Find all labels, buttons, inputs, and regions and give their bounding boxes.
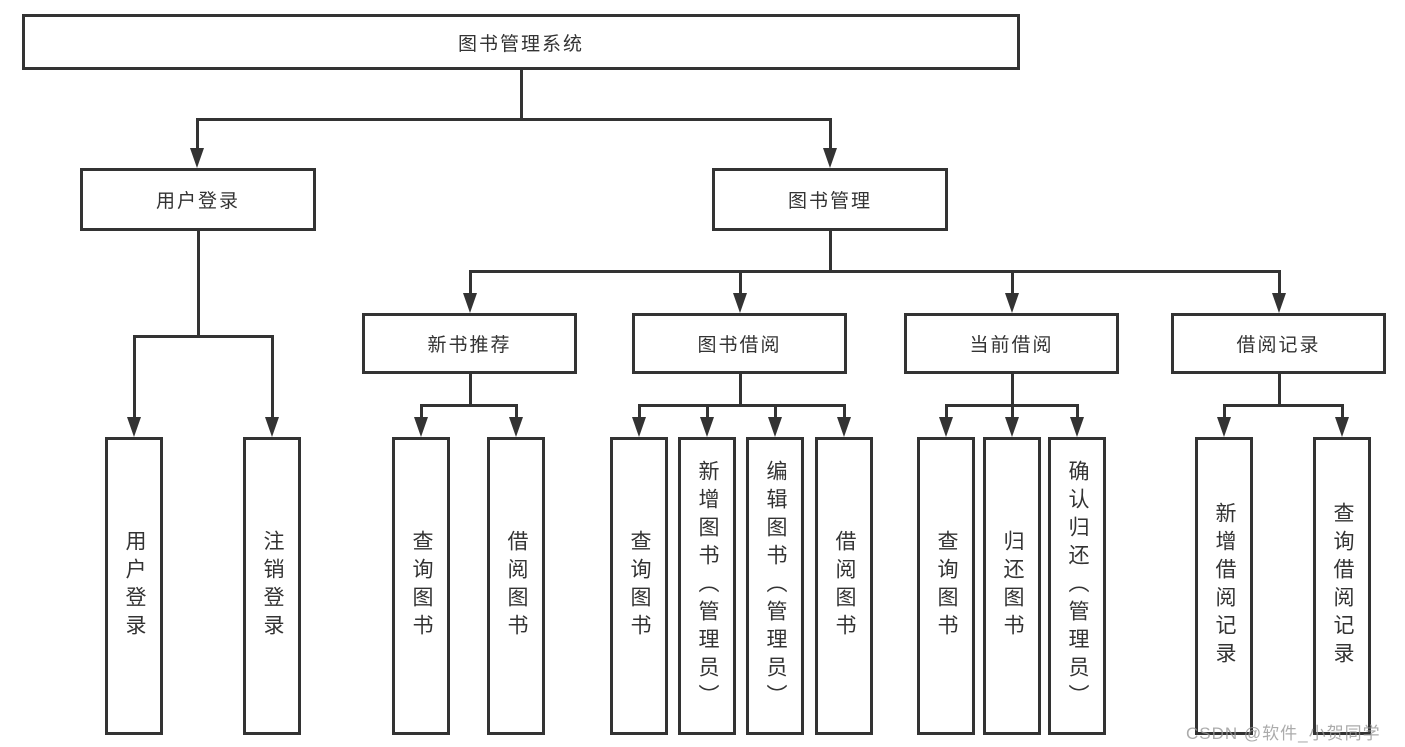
node-book-management-label: 图书管理 xyxy=(787,191,872,212)
connector-leaf-stem xyxy=(1076,404,1079,419)
connector-branch-stem xyxy=(739,270,742,295)
connector-to-book-mgmt-stem xyxy=(829,118,832,150)
leaf-logout-label: 注销登录 xyxy=(261,530,284,642)
leaf-logout: 注销登录 xyxy=(243,437,301,735)
leaf-query-books-3: 查询图书 xyxy=(917,437,975,735)
connector-to-user-login-stem xyxy=(196,118,199,150)
leaf-query-books-2: 查询图书 xyxy=(610,437,668,735)
connector-leaf-stem xyxy=(638,404,641,419)
node-new-book-recommend-label: 新书推荐 xyxy=(427,335,512,356)
connector-leaf-stem xyxy=(1011,404,1014,419)
connector-branch-stem xyxy=(1278,270,1281,295)
node-borrow-record: 借阅记录 xyxy=(1171,313,1386,374)
leaf-query-books-3-label: 查询图书 xyxy=(935,530,958,642)
leaf-return-book: 归还图书 xyxy=(983,437,1041,735)
leaf-query-books-1: 查询图书 xyxy=(392,437,450,735)
node-user-login-label: 用户登录 xyxy=(155,191,240,212)
node-new-book-recommend: 新书推荐 xyxy=(362,313,577,374)
arrow-down-icon xyxy=(1005,417,1019,437)
connector-user-login-hbar xyxy=(133,335,274,338)
connector-leaf-stem xyxy=(271,335,274,419)
leaf-query-books-1-label: 查询图书 xyxy=(410,530,433,642)
leaf-query-borrow-record-label: 查询借阅记录 xyxy=(1331,502,1354,670)
node-current-borrow: 当前借阅 xyxy=(904,313,1119,374)
leaf-add-book-admin: 新增图书（管理员） xyxy=(678,437,736,735)
leaf-user-login-label: 用户登录 xyxy=(123,530,146,642)
connector-new-book-stem xyxy=(469,374,472,406)
node-current-borrow-label: 当前借阅 xyxy=(969,335,1054,356)
leaf-edit-book-admin-label: 编辑图书（管理员） xyxy=(764,460,787,712)
arrow-down-icon xyxy=(1005,293,1019,313)
connector-root-hbar xyxy=(196,118,832,121)
arrow-down-icon xyxy=(1272,293,1286,313)
connector-leaf-stem xyxy=(133,335,136,419)
leaf-borrow-books-2-label: 借阅图书 xyxy=(833,530,856,642)
connector-book-mgmt-stem xyxy=(829,231,832,272)
connector-leaf-stem xyxy=(843,404,846,419)
csdn-watermark: CSDN @软件_小贺同学 xyxy=(1186,724,1381,743)
leaf-add-borrow-record-label: 新增借阅记录 xyxy=(1213,502,1236,670)
connector-book-mgmt-hbar xyxy=(469,270,1281,273)
leaf-query-borrow-record: 查询借阅记录 xyxy=(1313,437,1371,735)
arrow-down-icon xyxy=(939,417,953,437)
connector-current-borrow-stem xyxy=(1011,374,1014,406)
arrow-down-icon xyxy=(190,148,204,168)
node-user-login: 用户登录 xyxy=(80,168,316,231)
node-book-management: 图书管理 xyxy=(712,168,948,231)
arrow-down-icon xyxy=(1335,417,1349,437)
connector-branch-stem xyxy=(1011,270,1014,295)
leaf-user-login: 用户登录 xyxy=(105,437,163,735)
arrow-down-icon xyxy=(1070,417,1084,437)
arrow-down-icon xyxy=(265,417,279,437)
arrow-down-icon xyxy=(509,417,523,437)
arrow-down-icon xyxy=(414,417,428,437)
connector-root-stem xyxy=(520,70,523,118)
leaf-return-book-label: 归还图书 xyxy=(1001,530,1024,642)
arrow-down-icon xyxy=(127,417,141,437)
leaf-confirm-return-admin: 确认归还（管理员） xyxy=(1048,437,1106,735)
leaf-borrow-books-1: 借阅图书 xyxy=(487,437,545,735)
node-root-label: 图书管理系统 xyxy=(457,33,584,55)
connector-leaf-stem xyxy=(774,404,777,419)
connector-branch-stem xyxy=(469,270,472,295)
connector-leaf-stem xyxy=(515,404,518,419)
connector-borrow-record-hbar xyxy=(1223,404,1344,407)
leaf-edit-book-admin: 编辑图书（管理员） xyxy=(746,437,804,735)
connector-leaf-stem xyxy=(420,404,423,419)
arrow-down-icon xyxy=(700,417,714,437)
connector-leaf-stem xyxy=(945,404,948,419)
leaf-confirm-return-admin-label: 确认归还（管理员） xyxy=(1066,460,1089,712)
node-book-borrow-label: 图书借阅 xyxy=(697,335,782,356)
leaf-borrow-books-2: 借阅图书 xyxy=(815,437,873,735)
node-root: 图书管理系统 xyxy=(22,14,1020,70)
arrow-down-icon xyxy=(823,148,837,168)
arrow-down-icon xyxy=(463,293,477,313)
leaf-borrow-books-1-label: 借阅图书 xyxy=(505,530,528,642)
arrow-down-icon xyxy=(632,417,646,437)
connector-leaf-stem xyxy=(706,404,709,419)
connector-leaf-stem xyxy=(1223,404,1226,419)
connector-user-login-stem xyxy=(197,231,200,335)
connector-book-borrow-stem xyxy=(739,374,742,406)
arrow-down-icon xyxy=(1217,417,1231,437)
leaf-query-books-2-label: 查询图书 xyxy=(628,530,651,642)
node-book-borrow: 图书借阅 xyxy=(632,313,847,374)
arrow-down-icon xyxy=(768,417,782,437)
leaf-add-book-admin-label: 新增图书（管理员） xyxy=(696,460,719,712)
arrow-down-icon xyxy=(837,417,851,437)
connector-new-book-hbar xyxy=(420,404,518,407)
node-borrow-record-label: 借阅记录 xyxy=(1236,335,1321,356)
leaf-add-borrow-record: 新增借阅记录 xyxy=(1195,437,1253,735)
connector-book-borrow-hbar xyxy=(638,404,846,407)
connector-borrow-record-stem xyxy=(1278,374,1281,406)
connector-leaf-stem xyxy=(1341,404,1344,419)
arrow-down-icon xyxy=(733,293,747,313)
